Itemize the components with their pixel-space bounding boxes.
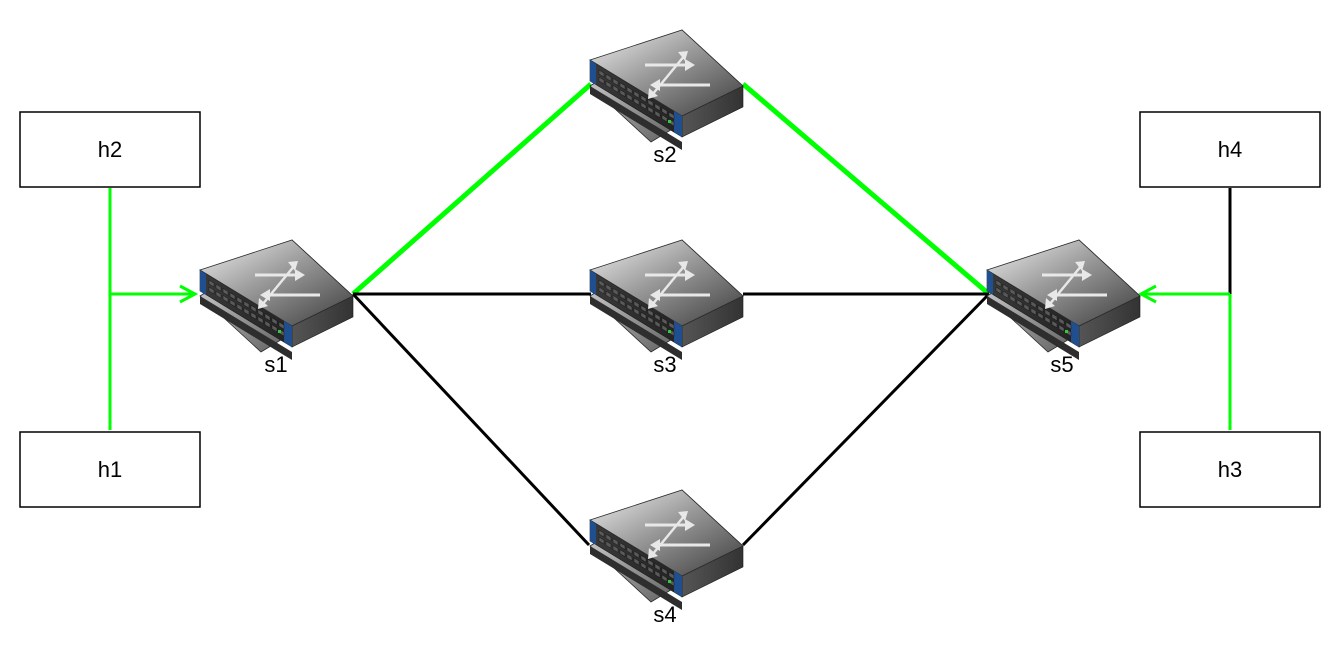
- host-label: h2: [98, 137, 122, 162]
- switch-label: s5: [1050, 352, 1073, 377]
- network-switch-icon: [986, 239, 1141, 360]
- switch-label: s2: [653, 142, 676, 167]
- host-h3[interactable]: h3: [1139, 431, 1321, 508]
- switch-label: s3: [653, 352, 676, 377]
- switch-label: s4: [653, 602, 676, 627]
- link-s1-s2: [351, 82, 593, 296]
- switch-s3[interactable]: s3: [589, 239, 744, 377]
- switch-label: s1: [264, 352, 287, 377]
- host-label: h3: [1218, 457, 1242, 482]
- link-s2-s5: [741, 82, 991, 296]
- link-h2-h1-bus: [108, 188, 199, 430]
- network-switch-icon: [589, 489, 744, 610]
- host-label: h4: [1218, 137, 1242, 162]
- switch-s5[interactable]: s5: [986, 239, 1141, 377]
- link-s4-s5: [741, 292, 991, 547]
- switch-s2[interactable]: s2: [589, 29, 744, 167]
- link-s1-s4: [351, 292, 591, 547]
- host-h2[interactable]: h2: [19, 111, 201, 188]
- switch-s4[interactable]: s4: [589, 489, 744, 627]
- network-switch-icon: [589, 239, 744, 360]
- host-label: h1: [98, 457, 122, 482]
- network-switch-icon: [589, 29, 744, 150]
- switch-s1[interactable]: s1: [199, 239, 354, 377]
- network-switch-icon: [199, 239, 354, 360]
- host-h4[interactable]: h4: [1139, 111, 1321, 188]
- host-h1[interactable]: h1: [19, 431, 201, 508]
- link-h3-s5: [1137, 284, 1232, 430]
